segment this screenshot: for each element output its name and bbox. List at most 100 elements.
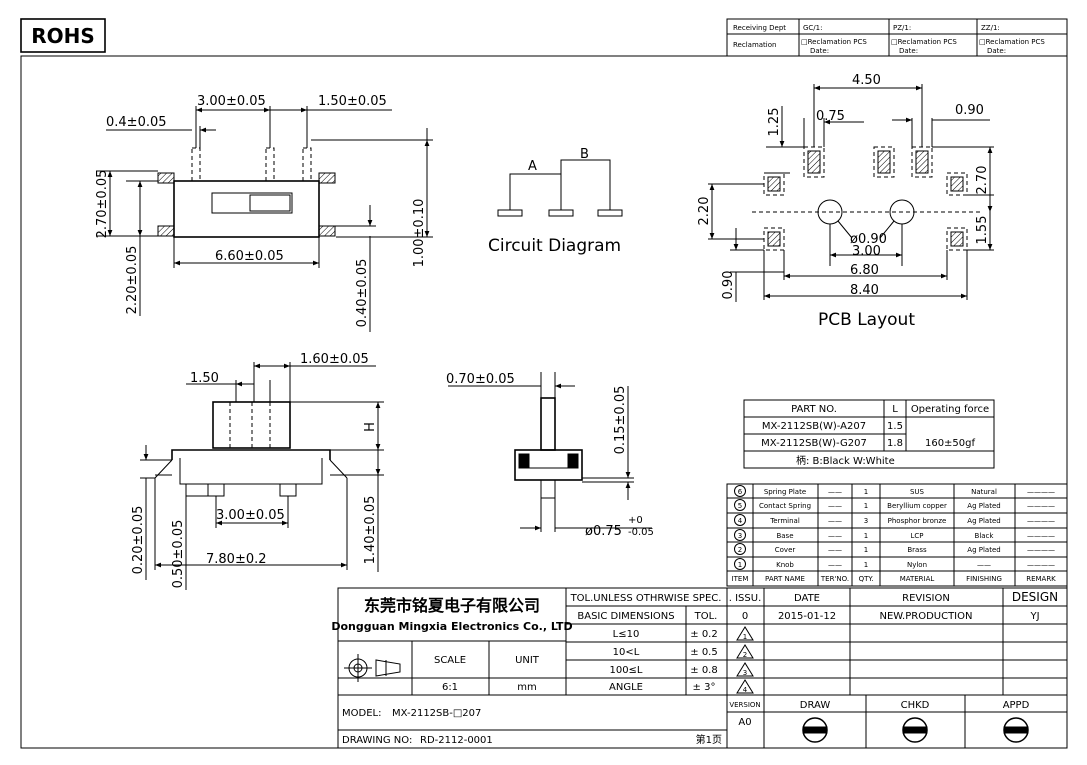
- front-view: 1.60±0.05 1.50 H 3.00±0.05 7.80±0.2 0.20…: [131, 352, 384, 590]
- gc-label: GC/1:: [803, 24, 822, 32]
- top-view: 3.00±0.05 1.50±0.05 0.4±0.05 2.70±0.05 6…: [95, 94, 433, 332]
- receiving-dept: Receiving Dept: [733, 24, 786, 32]
- zz-label: ZZ/1:: [981, 24, 1000, 32]
- front-d140: 1.40±0.05: [363, 496, 378, 565]
- bom-h-material: MATERIAL: [900, 575, 935, 583]
- drawing-label: DRAWING NO:: [342, 735, 412, 746]
- draw-stamp-icon: [802, 717, 828, 743]
- circuit-b: B: [580, 147, 589, 162]
- part-no-header: PART NO.: [791, 404, 837, 415]
- recl-pcs-3: □Reclamation PCS: [979, 38, 1045, 46]
- bom-cell-rem: ————: [1027, 546, 1055, 554]
- bom-cell-no: ——: [828, 488, 842, 496]
- bom-cell-name: Cover: [775, 546, 796, 554]
- rev-tri-4: 4: [743, 686, 748, 694]
- bom-cell-fin: Ag Plated: [967, 517, 1000, 525]
- bom-item-circle-icon: [734, 529, 746, 541]
- tol-label: TOL.: [694, 611, 718, 622]
- top-d100: 1.00±0.10: [412, 199, 427, 268]
- side-view: 0.70±0.05 0.15±0.05 ø0.75 +0 -0.05: [446, 372, 654, 539]
- bom-cell-rem: ————: [1027, 502, 1055, 510]
- bom-cell-name: Terminal: [769, 517, 800, 525]
- rohs-text: ROHS: [31, 24, 95, 48]
- company-cn: 东莞市铭夏电子有限公司: [364, 596, 540, 615]
- revision-value: NEW.PRODUCTION: [880, 611, 973, 622]
- bom-cell-item: 6: [738, 488, 743, 496]
- draw-label: DRAW: [800, 700, 831, 711]
- pcb-d075: 0.75: [816, 109, 845, 124]
- date-header: DATE: [794, 593, 820, 604]
- model-label: MODEL:: [342, 708, 381, 719]
- side-d070: 0.70±0.05: [446, 372, 515, 387]
- top-d220: 2.20±0.05: [125, 246, 140, 315]
- appd-stamp-icon: [1003, 717, 1029, 743]
- tol-value-1: ± 0.2: [690, 629, 717, 640]
- part-row-2: MX-2112SB(W)-G207: [761, 438, 867, 449]
- bom-cell-mat: SUS: [910, 488, 925, 496]
- rev-triangle-4-icon: [736, 679, 754, 694]
- header-block: Receiving Dept Reclamation GC/1: PZ/1: Z…: [726, 18, 1068, 57]
- bom-cell-qty: 1: [864, 502, 868, 510]
- unit-value: mm: [517, 682, 536, 693]
- bom-cell-fin: Black: [975, 532, 995, 540]
- scale-value: 6:1: [442, 682, 458, 693]
- bom-cell-name: Contact Spring: [759, 502, 811, 510]
- bom-h-remark: REMARK: [1026, 575, 1056, 583]
- top-d040: 0.40±0.05: [355, 259, 370, 328]
- bom-h-item: ITEM: [732, 575, 749, 583]
- rev-tri-1: 1: [743, 633, 747, 641]
- date-1: Date:: [810, 47, 829, 55]
- bom-cell-name: Base: [776, 532, 793, 540]
- design-header: DESIGN: [1012, 590, 1058, 604]
- bom-cell-item: 5: [738, 502, 742, 510]
- l-row-2: 1.8: [887, 438, 903, 449]
- front-d780: 7.80±0.2: [206, 552, 267, 567]
- appd-label: APPD: [1003, 700, 1030, 711]
- tol-header: TOL.UNLESS OTHRWISE SPEC.: [570, 593, 722, 604]
- pcb-title: PCB Layout: [818, 310, 915, 330]
- bom-cell-qty: 1: [864, 488, 868, 496]
- bom-cell-rem: ————: [1027, 532, 1055, 540]
- pcb-d220: 2.20: [697, 197, 712, 226]
- pcb-phi090: ø0.90: [850, 232, 887, 247]
- designer-value: YJ: [1029, 611, 1039, 622]
- tol-range-4: ANGLE: [609, 682, 643, 693]
- bom-cell-rem: ————: [1027, 488, 1055, 496]
- pcb-d840: 8.40: [850, 283, 879, 298]
- side-tol-plus: +0: [628, 515, 643, 526]
- bom-cell-item: 4: [738, 517, 743, 525]
- pcb-d680: 6.80: [850, 263, 879, 278]
- pz-label: PZ/1:: [893, 24, 911, 32]
- pcb-d270: 2.70: [975, 166, 990, 195]
- bom-cell-mat: Phosphor bronze: [888, 517, 947, 525]
- bom-cell-no: ——: [828, 561, 842, 569]
- l-row-1: 1.5: [887, 421, 903, 432]
- pcb-d090b: 0.90: [721, 271, 736, 300]
- bom-cell-rem: ————: [1027, 517, 1055, 525]
- bom-h-name: PART NAME: [765, 575, 805, 583]
- rev-triangle-3-icon: [736, 662, 754, 677]
- top-d04: 0.4±0.05: [106, 115, 167, 130]
- rev-triangle-1-icon: [736, 626, 754, 641]
- bom-item-circle-icon: [734, 499, 746, 511]
- chkd-stamp-icon: [902, 717, 928, 743]
- rev-triangle-2-icon: [736, 644, 754, 659]
- basic-dim: BASIC DIMENSIONS: [577, 611, 674, 622]
- force-value: 160±50gf: [925, 438, 976, 449]
- bom-cell-fin: ——: [977, 561, 991, 569]
- l-header: L: [892, 404, 898, 415]
- bom-cell-qty: 1: [864, 532, 868, 540]
- recl-pcs-1: □Reclamation PCS: [801, 38, 867, 46]
- tol-range-1: L≤10: [613, 629, 640, 640]
- rev-tri-3: 3: [743, 669, 747, 677]
- top-d270: 2.70±0.05: [95, 170, 110, 239]
- top-d660: 6.60±0.05: [215, 249, 284, 264]
- revision-header: REVISION: [902, 593, 950, 604]
- bom-cell-fin: Natural: [971, 488, 997, 496]
- part-no-table: PART NO. L Operating force MX-2112SB(W)-…: [743, 399, 995, 469]
- front-d020: 0.20±0.05: [131, 506, 146, 575]
- pcb-d125: 1.25: [767, 108, 782, 137]
- bom-cell-item: 1: [738, 561, 742, 569]
